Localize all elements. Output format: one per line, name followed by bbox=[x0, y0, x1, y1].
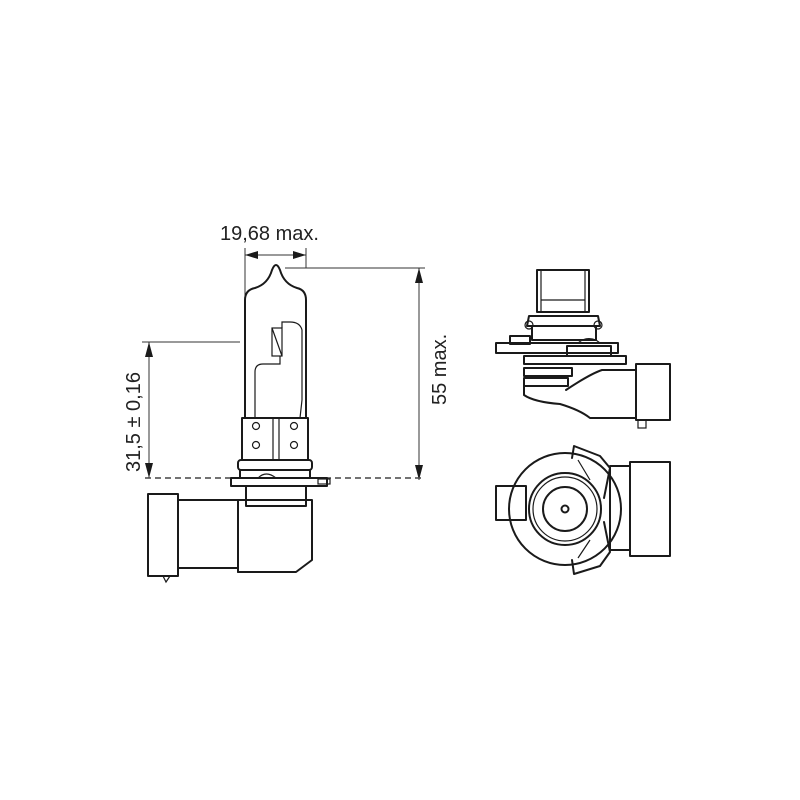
width-dimension: 19,68 max. bbox=[220, 223, 319, 300]
height-dimension: 55 max. bbox=[285, 267, 451, 480]
height-dimension-label: 55 max. bbox=[429, 334, 451, 405]
light-center-dimension: 31,5 ± 0,16 bbox=[123, 341, 240, 478]
bulb-side-view bbox=[147, 264, 331, 584]
light-center-dimension-label: 31,5 ± 0,16 bbox=[123, 372, 145, 472]
bulb-rotated-side-view bbox=[495, 269, 671, 429]
width-dimension-label: 19,68 max. bbox=[220, 223, 319, 245]
filament-icon bbox=[271, 327, 283, 357]
bulb-base-end-view bbox=[495, 445, 671, 575]
